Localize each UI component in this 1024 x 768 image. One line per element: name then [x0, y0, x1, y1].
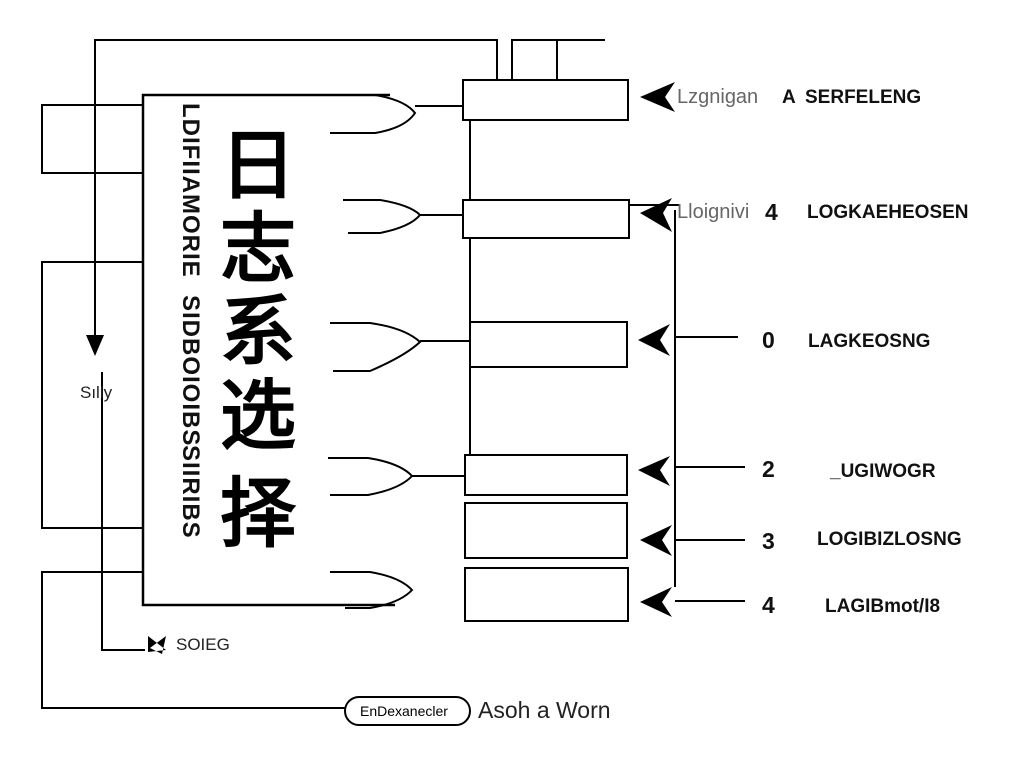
gate-4	[328, 457, 414, 496]
output-box-4	[464, 454, 628, 496]
row-2-number: 4	[765, 199, 778, 225]
row-6-number: 4	[762, 592, 775, 618]
output-box-3	[469, 321, 628, 368]
row-5-number: 3	[762, 528, 775, 554]
left-arrow-icon	[640, 525, 672, 556]
title-char-2: 志	[220, 204, 296, 293]
left-arrow-icon	[640, 82, 675, 112]
row-3-label: LAGKEOSNG	[808, 331, 930, 352]
title-char-5: 择	[220, 469, 297, 558]
row-1-number: A	[782, 87, 796, 108]
row-labels: Lzgnigan A SERFELENG Lloignivi 4 LOGKAEH…	[677, 86, 969, 618]
star-icon	[148, 636, 166, 654]
output-box-5	[464, 502, 628, 559]
row-1-prefix: Lzgnigan	[677, 86, 758, 108]
gate-3	[330, 322, 422, 372]
output-box-1	[462, 79, 629, 121]
side-text-3: SIIRIBS	[177, 445, 204, 539]
row-6-label: LAGIBmot/I8	[825, 596, 940, 617]
row-4-label: _UGIWOGR	[829, 461, 936, 482]
left-arrow-icon	[640, 198, 672, 232]
bottom-pill: EnDexanecler Asoh a Worn	[344, 696, 611, 726]
left-arrow-icon	[638, 324, 670, 356]
title-char-1: 日	[220, 121, 296, 210]
left-arrow-icon	[640, 587, 672, 617]
row-4-number: 2	[762, 456, 775, 482]
output-boxes	[462, 79, 630, 622]
gate-shapes	[328, 94, 470, 609]
bottom-marker-label: SOIEG	[176, 635, 230, 654]
left-arrow-icon	[638, 456, 670, 486]
left-loop-wires	[41, 104, 345, 709]
down-arrow-icon	[86, 335, 104, 356]
gate-1	[330, 94, 417, 134]
side-text-1: LDIFIIAMORIE	[177, 103, 204, 278]
row-5-label: LOGIBIZLOSNG	[817, 529, 962, 550]
input-arrows	[638, 82, 675, 617]
side-text-group: LDIFIIAMORIE SIDBOIOIBS SIIRIBS	[177, 103, 204, 539]
row-1-label: SERFELENG	[805, 87, 921, 108]
row-2-prefix: Lloignivi	[677, 201, 749, 223]
right-bus-wires	[628, 204, 745, 602]
title-char-3: 系	[220, 287, 296, 376]
bottom-pill-text: Asoh a Worn	[478, 697, 611, 723]
side-text-2: SIDBOIOIBS	[177, 295, 204, 446]
title-char-4: 选	[220, 371, 296, 460]
bottom-marker: SOIEG	[148, 635, 230, 654]
cjk-title: 日 志 系 选 择	[220, 121, 297, 558]
row-2-label: LOGKAEHEOSEN	[807, 202, 969, 223]
row-3-number: 0	[762, 327, 775, 353]
gate-5	[330, 571, 414, 609]
bottom-pill-label: EnDexanecler	[360, 703, 448, 719]
output-box-2	[462, 199, 630, 239]
gate-2	[343, 199, 422, 234]
left-marker-label: Sılly	[80, 383, 113, 402]
output-box-6	[464, 567, 629, 622]
main-selector-block	[141, 93, 395, 607]
top-feedback-wires	[94, 39, 605, 340]
